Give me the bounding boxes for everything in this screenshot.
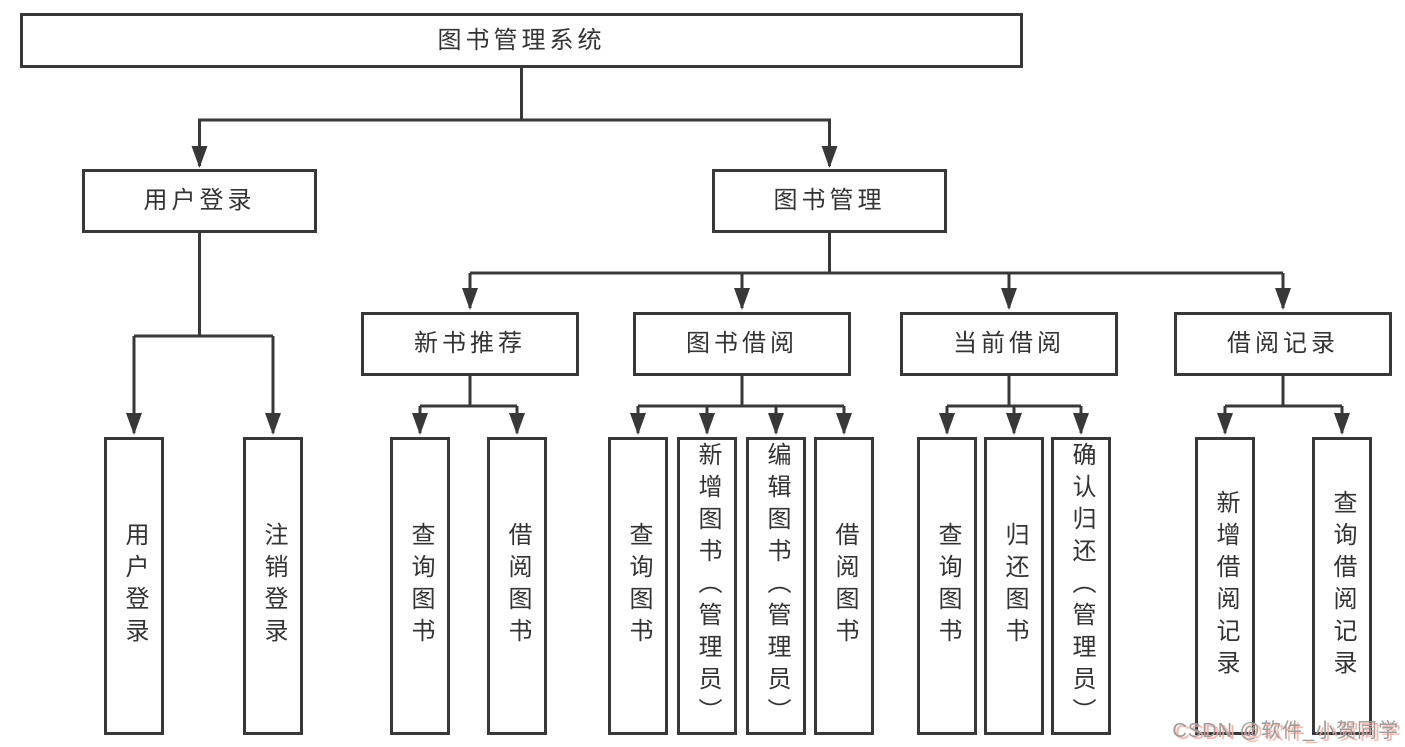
leaf-recommend-borrow-books-label: 借阅图书	[504, 522, 531, 650]
node-current-borrowing-label: 当前借阅	[953, 330, 1065, 357]
node-borrowing-records: 借阅记录	[1174, 312, 1392, 376]
leaf-borrowing-query-books-label: 查询图书	[625, 522, 652, 650]
leaf-edit-book-admin: 编辑图书（管理员）	[746, 437, 806, 735]
node-borrowing-records-label: 借阅记录	[1227, 330, 1339, 357]
node-root: 图书管理系统	[20, 13, 1023, 68]
leaf-add-book-admin-label: 新增图书（管理员）	[694, 442, 721, 730]
leaf-logout: 注销登录	[243, 437, 303, 735]
node-book-borrowing: 图书借阅	[633, 312, 851, 376]
leaf-current-query-books: 查询图书	[917, 437, 977, 735]
leaf-add-borrow-record: 新增借阅记录	[1195, 437, 1255, 735]
leaf-user-login: 用户登录	[104, 437, 164, 735]
leaf-logout-label: 注销登录	[260, 522, 287, 650]
leaf-return-books-label: 归还图书	[1001, 522, 1028, 650]
node-root-label: 图书管理系统	[437, 26, 606, 54]
leaf-confirm-return-admin-label: 确认归还（管理员）	[1068, 442, 1095, 730]
node-new-book-recommend-label: 新书推荐	[414, 330, 526, 357]
leaf-recommend-query-books-label: 查询图书	[407, 522, 434, 650]
leaf-query-borrow-record-label: 查询借阅记录	[1329, 490, 1356, 682]
node-book-management: 图书管理	[712, 169, 947, 233]
leaf-borrowing-query-books: 查询图书	[608, 437, 668, 735]
leaf-query-borrow-record: 查询借阅记录	[1312, 437, 1372, 735]
node-book-borrowing-label: 图书借阅	[686, 330, 798, 357]
leaf-return-books: 归还图书	[984, 437, 1044, 735]
leaf-recommend-borrow-books: 借阅图书	[487, 437, 547, 735]
leaf-confirm-return-admin: 确认归还（管理员）	[1051, 437, 1111, 735]
leaf-borrow-books-label: 借阅图书	[831, 522, 858, 650]
leaf-recommend-query-books: 查询图书	[390, 437, 450, 735]
node-new-book-recommend: 新书推荐	[361, 312, 579, 376]
node-current-borrowing: 当前借阅	[900, 312, 1118, 376]
leaf-current-query-books-label: 查询图书	[934, 522, 961, 650]
node-book-management-label: 图书管理	[773, 187, 886, 214]
csdn-watermark: CSDN @软件_小贺同学	[1172, 720, 1399, 742]
node-user-login-label: 用户登录	[143, 187, 256, 214]
leaf-add-borrow-record-label: 新增借阅记录	[1212, 490, 1239, 682]
leaf-add-book-admin: 新增图书（管理员）	[677, 437, 737, 735]
node-user-login: 用户登录	[82, 169, 317, 233]
leaf-user-login-label: 用户登录	[121, 522, 148, 650]
leaf-borrow-books: 借阅图书	[814, 437, 874, 735]
leaf-edit-book-admin-label: 编辑图书（管理员）	[763, 442, 790, 730]
